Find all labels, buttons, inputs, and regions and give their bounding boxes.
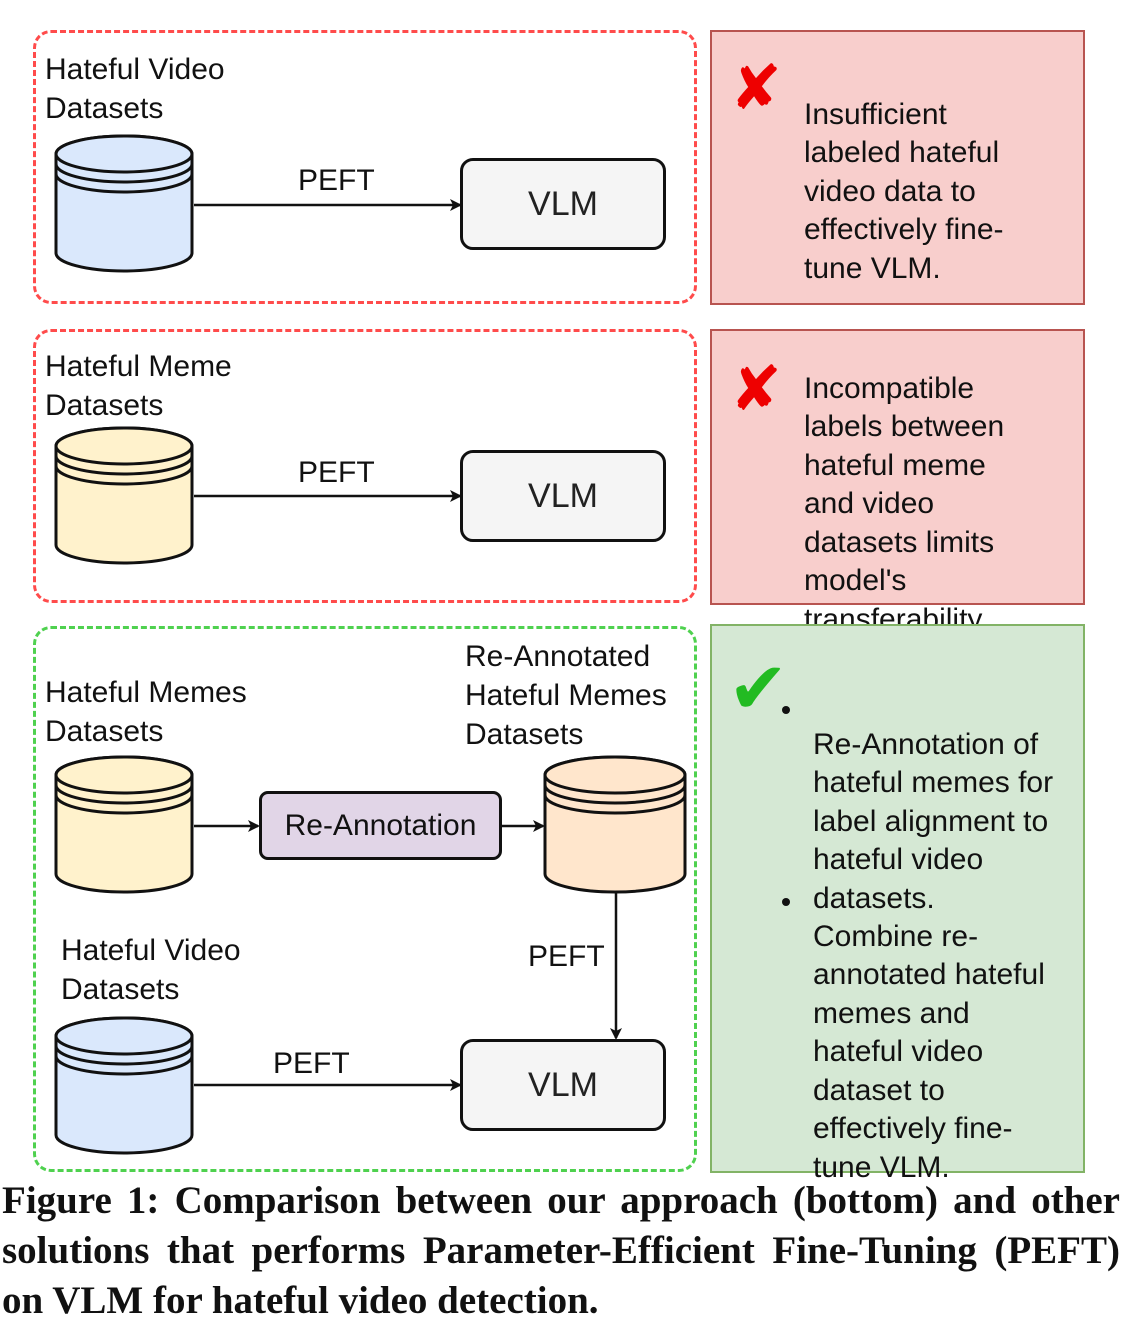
cylinder-ring <box>54 784 194 805</box>
bullet-point <box>782 898 790 906</box>
vlm-label: VLM <box>528 184 598 223</box>
vlm-box: VLM <box>460 158 666 250</box>
group-video-finetune <box>33 30 697 304</box>
peft-edge-label: PEFT <box>298 164 375 197</box>
cylinder-ring <box>543 784 687 805</box>
peft-edge-label: PEFT <box>298 456 375 489</box>
group-our-approach <box>33 626 697 1172</box>
figure-caption: Figure 1: Comparison between our approac… <box>2 1176 1120 1326</box>
group-meme-finetune <box>33 329 697 603</box>
cylinder-ring <box>54 173 194 194</box>
cylinder-top <box>54 426 194 466</box>
cylinder-ring <box>54 163 194 184</box>
cylinder-ring <box>543 794 687 815</box>
cylinder-ring <box>54 1055 194 1076</box>
check-icon: ✔ <box>728 646 789 730</box>
cylinder-top <box>543 755 687 795</box>
vlm-label: VLM <box>528 1065 598 1104</box>
reannotation-label: Re-Annotation <box>284 808 477 842</box>
figure-label: Figure 1: <box>2 1179 160 1222</box>
vlm-label: VLM <box>528 476 598 515</box>
meme-database-cylinder <box>54 426 194 565</box>
solution-panel <box>710 624 1085 1173</box>
reannotated-database-cylinder <box>543 755 687 894</box>
cross-icon: ✘ <box>730 352 782 425</box>
vlm-box: VLM <box>460 1039 666 1131</box>
video-database-cylinder <box>54 134 194 273</box>
problem-panel-incompatible-labels <box>710 329 1085 605</box>
vlm-box: VLM <box>460 450 666 542</box>
cylinder-top <box>54 134 194 174</box>
cylinder-ring <box>54 465 194 486</box>
cylinder-top <box>54 1016 194 1056</box>
caption-text: Comparison between our approach (bottom)… <box>2 1179 1120 1322</box>
video-database-cylinder-bottom <box>54 1016 194 1155</box>
cylinder-ring <box>54 1045 194 1066</box>
bullet-point <box>782 706 790 714</box>
cross-icon: ✘ <box>730 51 782 124</box>
peft-edge-label: PEFT <box>528 940 605 973</box>
peft-edge-label: PEFT <box>273 1047 350 1080</box>
cylinder-top <box>54 755 194 795</box>
reannotation-box: Re-Annotation <box>259 791 502 860</box>
cylinder-ring <box>54 455 194 476</box>
memes-database-cylinder <box>54 755 194 894</box>
cylinder-ring <box>54 794 194 815</box>
problem-panel-insufficient-data <box>710 30 1085 305</box>
